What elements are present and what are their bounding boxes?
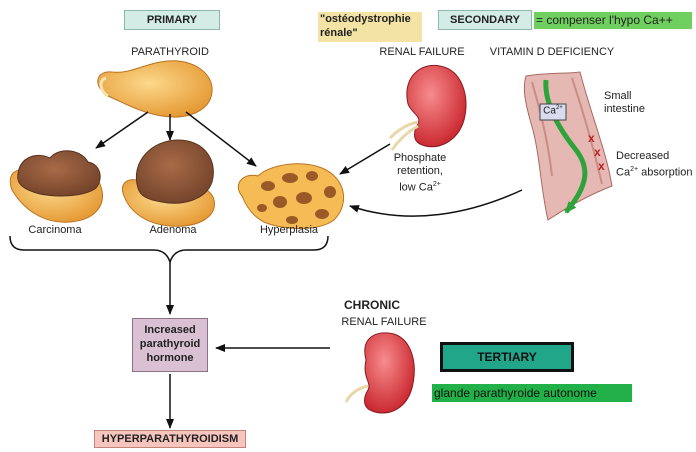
absorption-line2: Ca2+ absorption (616, 163, 696, 180)
hyperplasia-label: Hyperplasia (259, 224, 319, 236)
arrow-kidney-to-hyperplasia (339, 143, 391, 175)
adenoma-label: Adenoma (149, 224, 197, 236)
ca-label: Ca2+ (541, 105, 565, 116)
osteodystrophy-annotation: "ostéodystrophie rénale" (318, 12, 422, 42)
absorption-text: absorption (638, 166, 693, 179)
decreased-absorption-label: Decreased Ca2+ absorption (616, 150, 696, 180)
arrow-to-hyperplasia (185, 111, 257, 167)
intestine-line2: intestine (604, 103, 645, 115)
intestine-line1: Small (604, 90, 632, 102)
absorption-ca: Ca (616, 166, 631, 179)
increased-pth-box: Increased parathyroid hormone (132, 318, 208, 372)
kidney-tertiary (344, 332, 415, 414)
renal-failure-label: RENAL FAILURE (379, 46, 465, 58)
parathyroid-label: PARATHYROID (131, 46, 209, 58)
carcinoma-label: Carcinoma (28, 224, 82, 236)
primary-label: PRIMARY (124, 10, 220, 30)
secondary-label: SECONDARY (438, 10, 532, 30)
hyperplasia-gland (237, 163, 344, 229)
absorption-line1: Decreased (616, 150, 670, 162)
low-ca-text: low Ca (399, 181, 433, 194)
small-intestine: x x x (523, 71, 613, 221)
phosphate-line3: low Ca2+ (384, 178, 456, 195)
phosphate-line2: retention, (397, 165, 443, 177)
chronic-label: CHRONIC (344, 298, 400, 312)
phosphate-line1: Phosphate (393, 152, 447, 164)
tertiary-label: TERTIARY (440, 342, 574, 372)
svg-text:x: x (598, 159, 605, 173)
chronic-renal-failure-label: RENAL FAILURE (341, 316, 427, 328)
vitamin-d-label: VITAMIN D DEFICIENCY (489, 46, 615, 58)
arrow-to-carcinoma (95, 111, 149, 149)
hyperparathyroidism-box: HYPERPARATHYROIDISM (94, 430, 246, 448)
ca-text: Ca (543, 105, 556, 117)
low-ca-sup: 2+ (432, 181, 441, 188)
pth-line3: hormone (146, 352, 194, 364)
absorption-sup: 2+ (630, 166, 639, 173)
svg-text:x: x (594, 145, 601, 159)
tertiary-note: glande parathyroide autonome (432, 384, 632, 402)
parathyroid-gland (97, 60, 213, 118)
small-intestine-label: Small intestine (604, 90, 664, 116)
pth-line1: Increased (144, 324, 196, 336)
carcinoma-gland (9, 150, 103, 223)
grouping-bracket (9, 235, 329, 265)
secondary-note: = compenser l'hypo Ca++ (534, 12, 692, 29)
kidney-secondary (388, 64, 467, 151)
svg-text:x: x (588, 131, 595, 145)
ca-sup: 2+ (555, 105, 563, 111)
arrow-intestine-to-hyperplasia (349, 189, 523, 217)
pth-line2: parathyroid (139, 338, 201, 350)
annotation-line2: rénale" (320, 27, 358, 39)
phosphate-retention-label: Phosphate retention, low Ca2+ (384, 152, 456, 195)
annotation-line1: "ostéodystrophie (320, 13, 411, 25)
adenoma-gland (122, 139, 215, 227)
